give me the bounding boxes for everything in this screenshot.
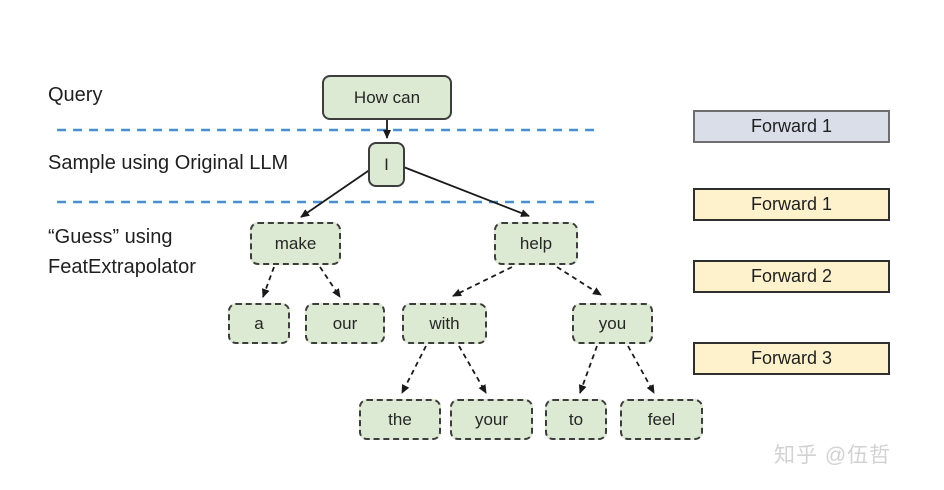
- query-label: Query: [48, 84, 103, 106]
- watermark: 知乎 @伍哲: [774, 444, 892, 467]
- tree-node-our: our: [305, 303, 385, 344]
- tree-node-make: make: [250, 222, 341, 265]
- legend-forward3: Forward 3: [693, 342, 890, 375]
- tree-node-the: the: [359, 399, 441, 440]
- tree-node-how-can: How can: [322, 75, 452, 120]
- tree-node-your: your: [450, 399, 533, 440]
- edge-you-feel: [627, 345, 655, 394]
- tree-node-feel: feel: [620, 399, 703, 440]
- tree-node-i: I: [368, 142, 405, 187]
- edge-i-help: [400, 165, 530, 217]
- edge-help-you: [556, 266, 602, 296]
- edge-i-make: [300, 168, 372, 218]
- guess-stage-label-line2: FeatExtrapolator: [48, 256, 196, 278]
- legend-forward1-yellow: Forward 1: [693, 188, 890, 221]
- edge-with-the: [401, 345, 427, 394]
- edge-with-your: [458, 345, 487, 394]
- legend-forward1-gray: Forward 1: [693, 110, 890, 143]
- guess-stage-label: “Guess” using FeatExtrapolator: [48, 222, 196, 282]
- edge-you-to: [578, 345, 598, 394]
- tree-node-you: you: [572, 303, 653, 344]
- sample-stage-label: Sample using Original LLM: [48, 152, 289, 174]
- legend-forward2: Forward 2: [693, 260, 890, 293]
- edge-help-with: [452, 266, 513, 297]
- tree-node-with: with: [402, 303, 487, 344]
- tree-node-to: to: [545, 399, 607, 440]
- edge-make-our: [319, 266, 341, 298]
- guess-stage-label-line1: “Guess” using: [48, 226, 173, 248]
- edge-make-a: [261, 266, 275, 298]
- tree-node-help: help: [494, 222, 578, 265]
- tree-node-a: a: [228, 303, 290, 344]
